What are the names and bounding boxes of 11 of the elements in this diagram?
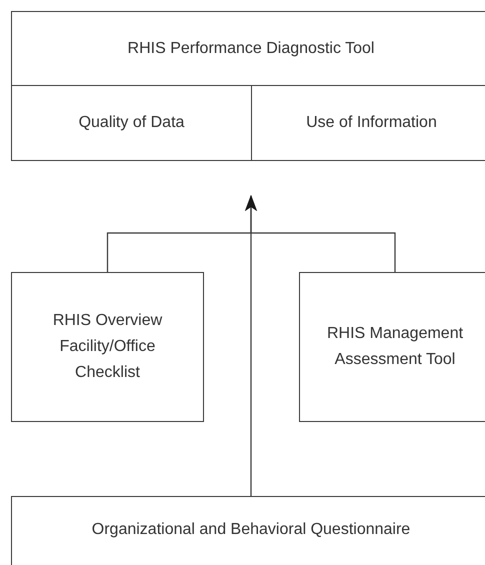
panel-title: RHIS Performance Diagnostic Tool [126,39,376,59]
box-label: Organizational and Behavioral Questionnaire [90,520,412,540]
tool-box [11,496,485,565]
box-label: RHIS Overview Facility/Office Checklist [52,311,164,383]
connector-arrow [245,195,257,496]
tool-panel [11,11,485,161]
box-label: Quality of Data [78,113,186,133]
tool-box [299,272,485,422]
box-label: Use of Information [305,113,438,133]
box-label: RHIS Management Assessment Tool [326,324,464,370]
tool-box [11,272,204,422]
